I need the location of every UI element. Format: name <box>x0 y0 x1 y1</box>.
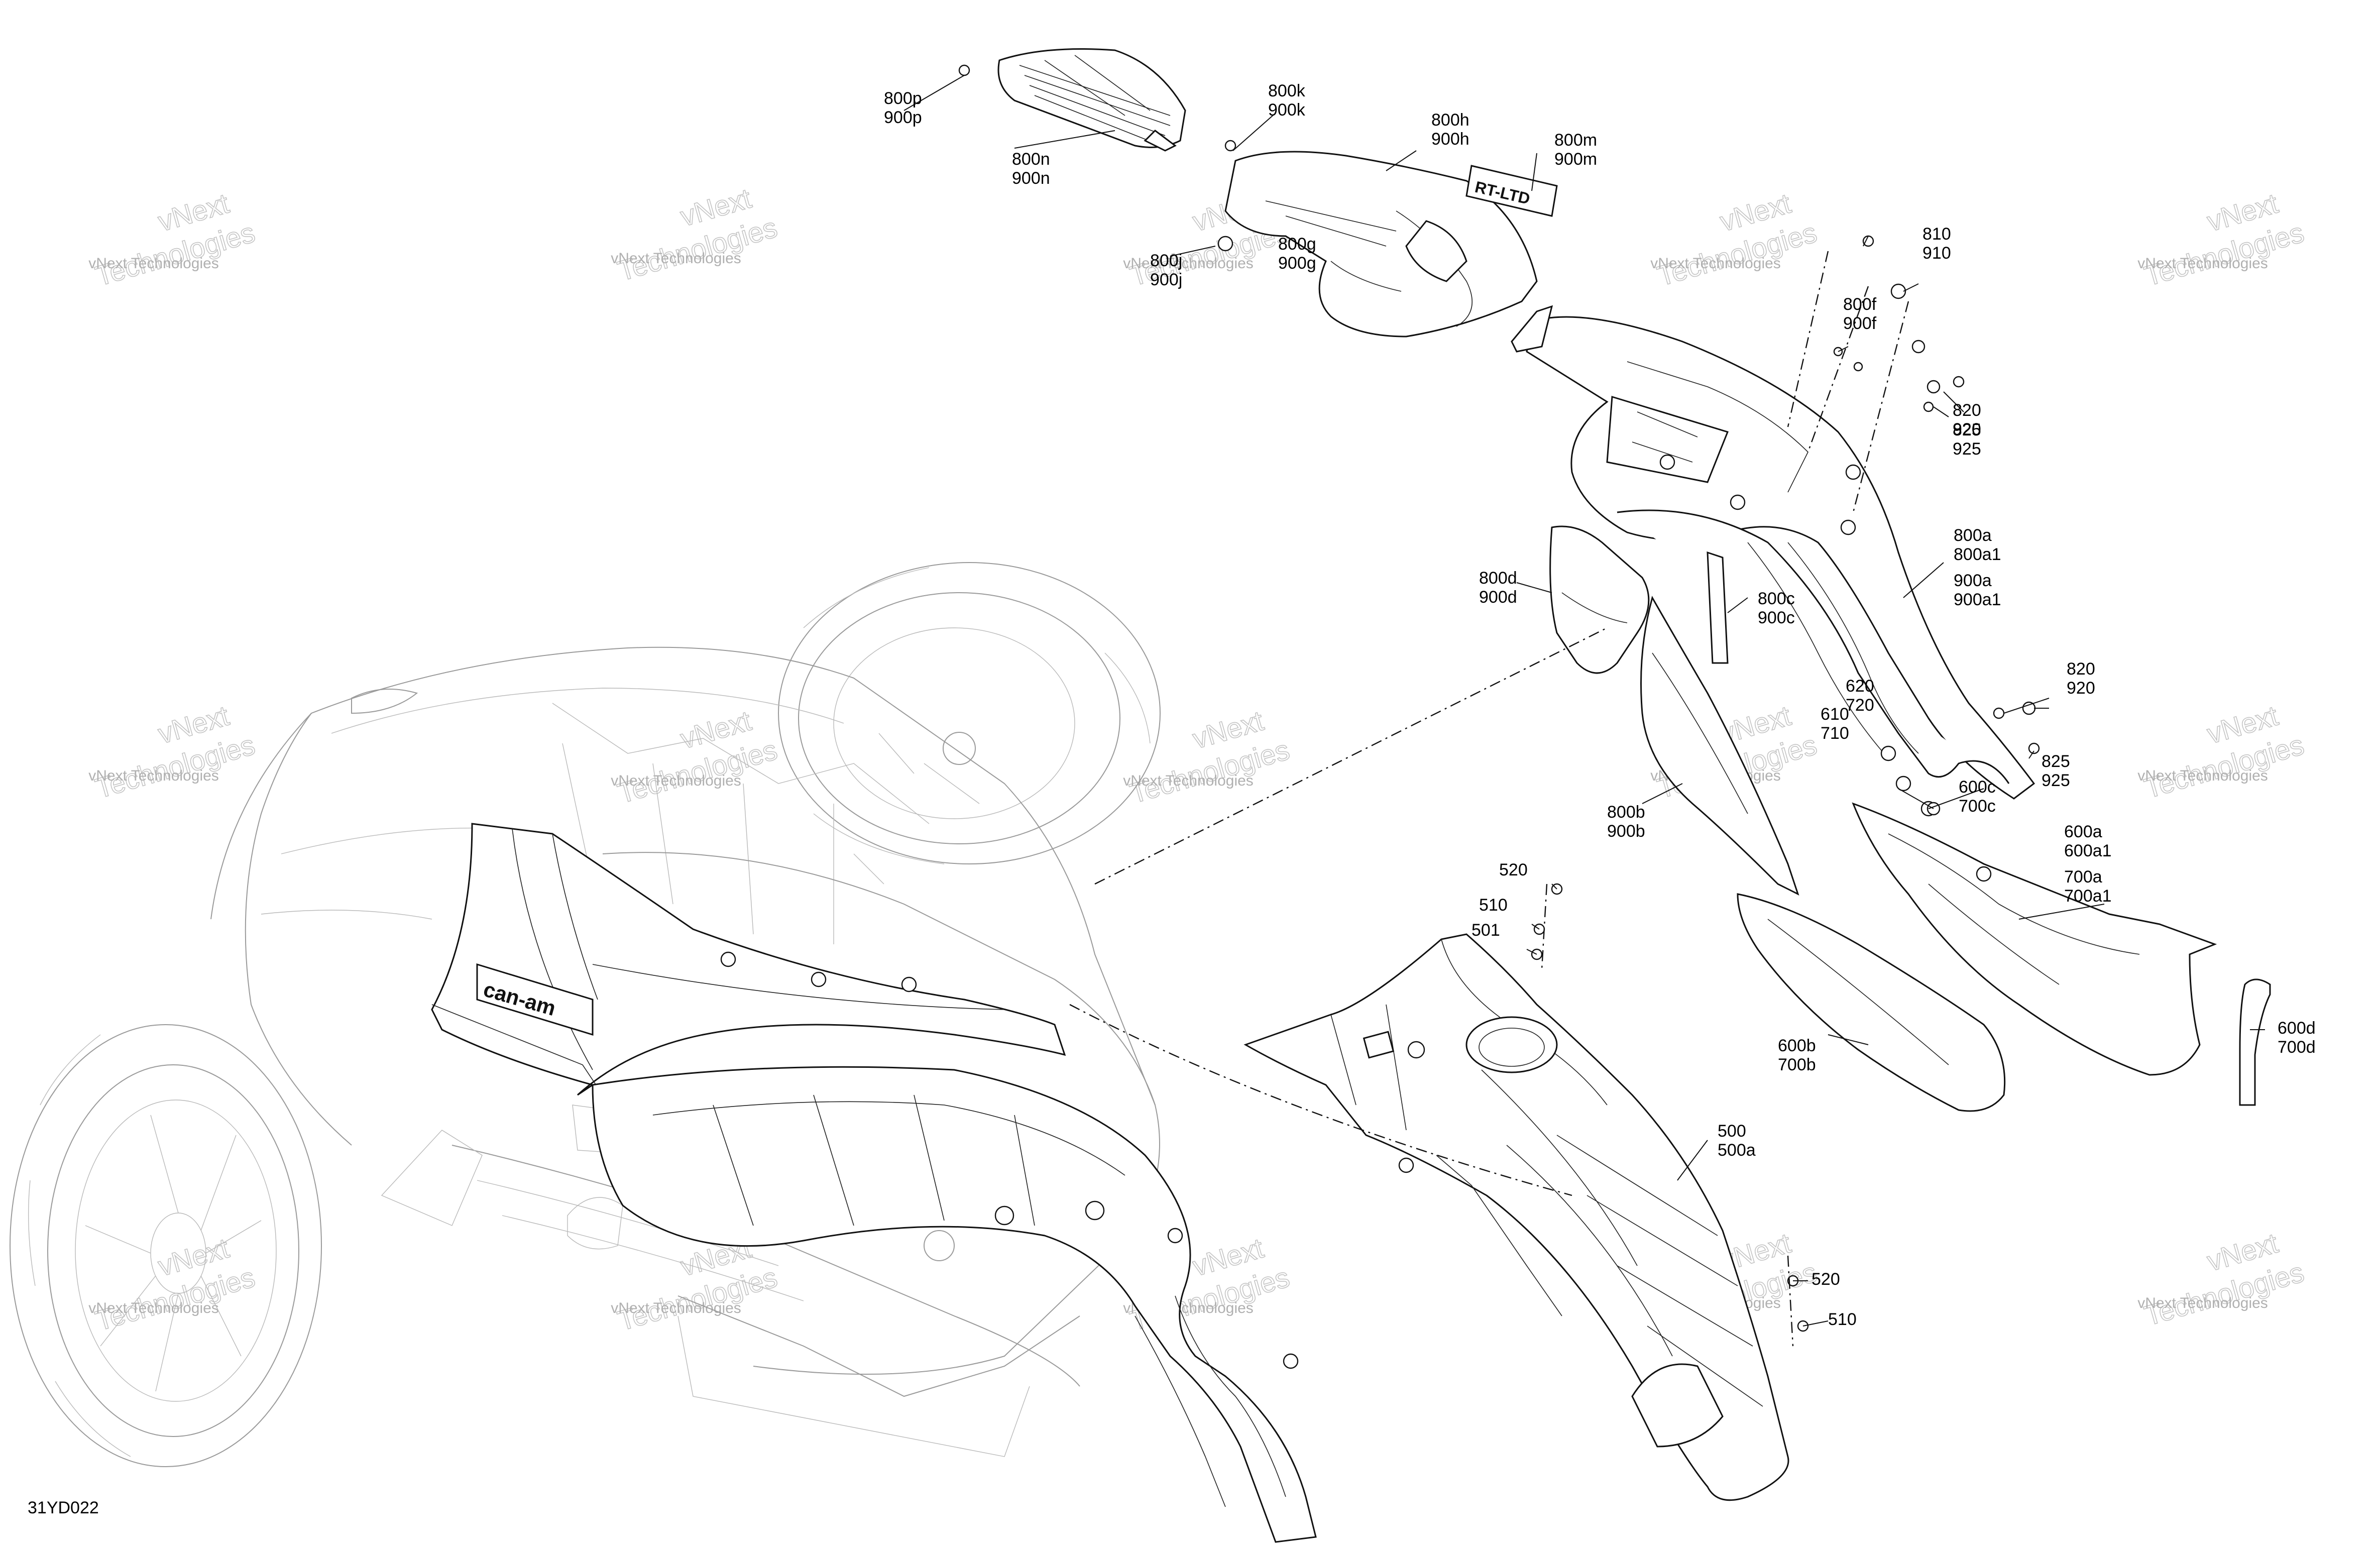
watermark-small-text: vNext Technologies <box>88 767 219 784</box>
watermark-small-text: vNext Technologies <box>611 772 741 789</box>
watermark-small-text: vNext Technologies <box>88 255 219 272</box>
fasteners <box>958 64 2040 1332</box>
part-800d <box>1549 525 1650 674</box>
callout-510-lower: 510 <box>1828 1310 1857 1329</box>
part-600d-handle <box>2239 978 2271 1106</box>
explode-lines <box>1069 251 1909 1347</box>
watermark-small-text: vNext Technologies <box>611 250 741 267</box>
part-800c <box>1707 551 1729 664</box>
watermark-small-text: vNext Technologies <box>1123 772 1254 789</box>
watermark-small-text: vNext Technologies <box>88 1300 219 1316</box>
callout-501: 501 <box>1471 921 1500 940</box>
rear-wheel-ghost <box>778 562 1161 864</box>
watermark-small-text: vNext Technologies <box>2137 1295 2268 1311</box>
callout-520-lower: 520 <box>1811 1270 1840 1289</box>
part-500-tunnel-cover <box>1243 933 1789 1501</box>
watermark-small-text: vNext Technologies <box>2137 767 2268 784</box>
watermark-small-text: vNext Technologies <box>2137 255 2268 272</box>
drawing-id: 31YD022 <box>28 1498 99 1517</box>
vehicle-ghost-outline <box>10 562 1161 1467</box>
part-600b <box>1737 893 2006 1112</box>
watermark-small-text: vNext Technologies <box>1650 255 1781 272</box>
part-800h-upper-panel <box>1224 151 1538 338</box>
leader-lines <box>903 75 2265 1327</box>
watermark-small-text: vNext Technologies <box>611 1300 741 1316</box>
callout-510-upper: 510 <box>1479 896 1508 915</box>
watermark-small-text: vNext Technologies <box>1123 255 1254 272</box>
part-800b <box>1640 596 1799 896</box>
front-wheel-ghost <box>10 1024 322 1467</box>
left-side-panel: can-am <box>431 823 1317 1543</box>
callout-520-upper: 520 <box>1499 860 1528 879</box>
part-800n-grille <box>997 48 1186 152</box>
